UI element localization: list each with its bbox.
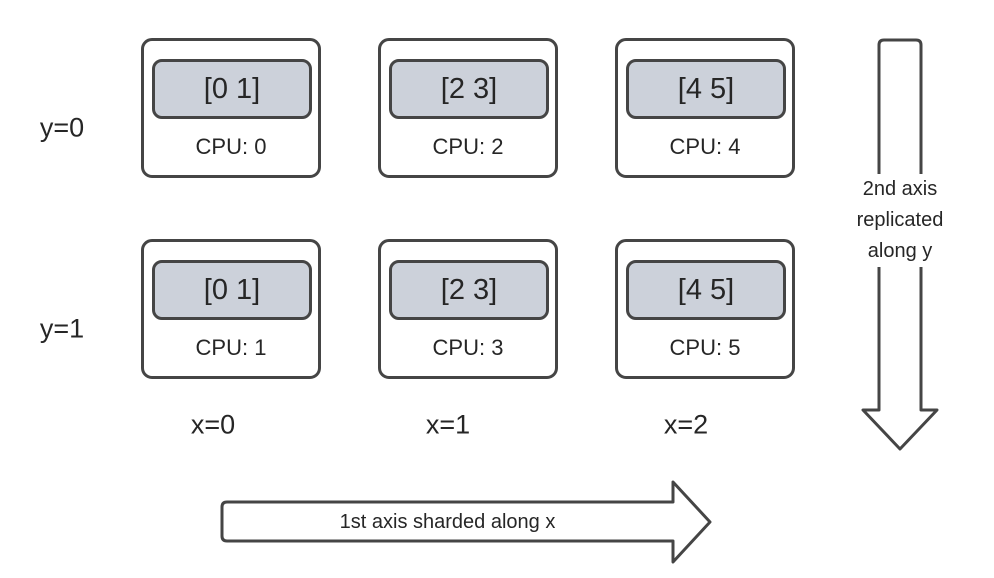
- device-cell-cpu1: [0 1] CPU: 1: [141, 239, 321, 379]
- cpu-label: CPU: 2: [432, 134, 504, 159]
- shard-data-box: [4 5]: [626, 59, 786, 119]
- cpu-label: CPU: 5: [669, 335, 741, 360]
- shard-data-box: [2 3]: [389, 260, 549, 320]
- row-label-y0: y=0: [39, 112, 85, 143]
- row-label-y1: y=1: [39, 313, 85, 344]
- vertical-arrow-caption-line: replicated: [856, 209, 944, 231]
- col-label-x0: x=0: [190, 409, 236, 440]
- shard-data-box: [4 5]: [626, 260, 786, 320]
- vertical-arrow-caption-line: along y: [867, 240, 933, 262]
- cpu-label: CPU: 0: [195, 134, 267, 159]
- device-cell-cpu4: [4 5] CPU: 4: [615, 38, 795, 178]
- shard-data-box: [0 1]: [152, 59, 312, 119]
- device-cell-cpu0: [0 1] CPU: 0: [141, 38, 321, 178]
- cpu-label: CPU: 3: [432, 335, 504, 360]
- cpu-label: CPU: 4: [669, 134, 741, 159]
- vertical-arrow-caption-line: 2nd axis: [862, 178, 938, 200]
- device-cell-cpu3: [2 3] CPU: 3: [378, 239, 558, 379]
- device-cell-cpu2: [2 3] CPU: 2: [378, 38, 558, 178]
- shard-data-box: [0 1]: [152, 260, 312, 320]
- col-label-x1: x=1: [425, 409, 471, 440]
- horizontal-arrow-caption: 1st axis sharded along x: [339, 511, 556, 533]
- right-arrow-icon: [220, 480, 712, 564]
- device-cell-cpu5: [4 5] CPU: 5: [615, 239, 795, 379]
- cpu-label: CPU: 1: [195, 335, 267, 360]
- vertical-arrow-caption: 2nd axis replicated along y: [848, 174, 952, 267]
- col-label-x2: x=2: [663, 409, 709, 440]
- shard-data-box: [2 3]: [389, 59, 549, 119]
